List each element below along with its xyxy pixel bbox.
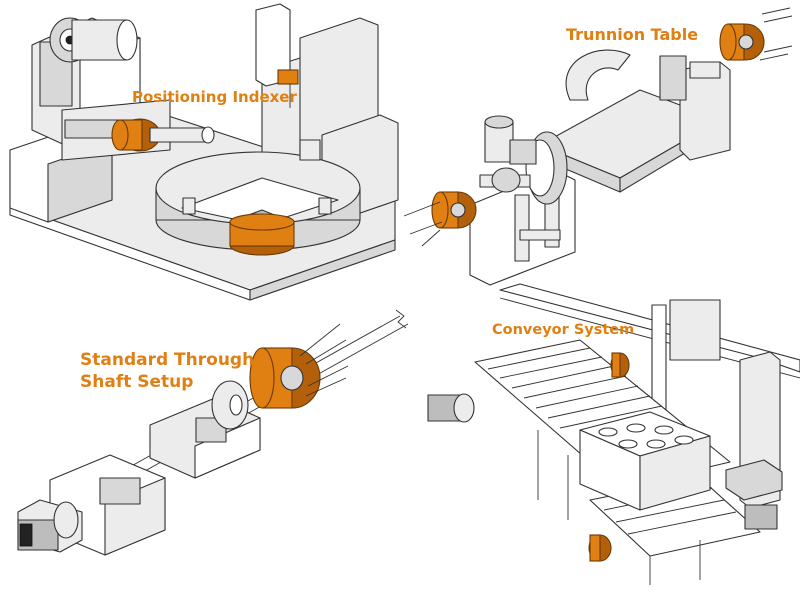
through-shaft-label: Standard Through Shaft Setup (80, 349, 254, 393)
trunnion-table-illustration (403, 7, 793, 286)
through-shaft-label-line1: Standard Through (80, 350, 255, 370)
through-shaft-label-line2: Shaft Setup (80, 372, 194, 392)
positioning-indexer-illustration (9, 3, 399, 301)
trunnion-table-label: Trunnion Table (566, 25, 699, 44)
conveyor-system-illustration (427, 283, 800, 585)
through-shaft-illustration (17, 309, 409, 556)
positioning-indexer-label: Positioning Indexer (132, 88, 297, 106)
conveyor-system-label: Conveyor System (492, 322, 635, 338)
